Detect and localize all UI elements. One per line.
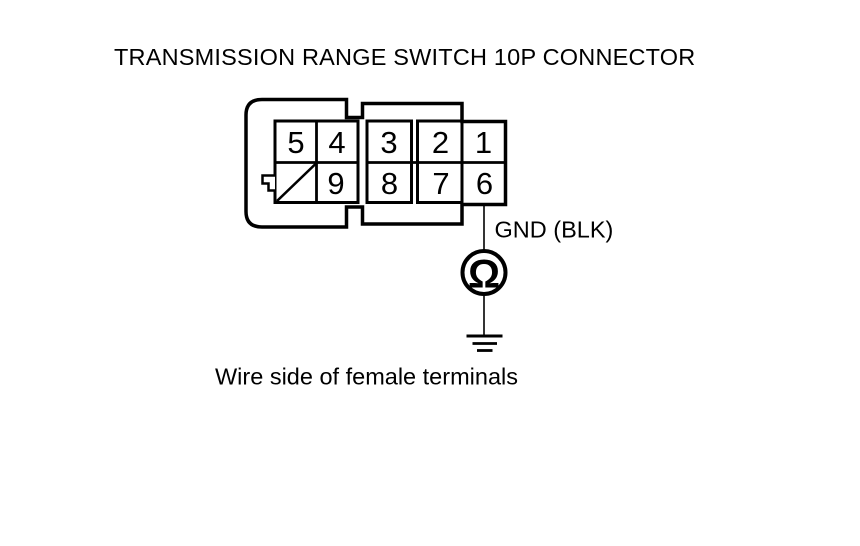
pin-number-7: 7 — [432, 166, 449, 201]
keyway-icon — [261, 174, 275, 192]
pin-number-4: 4 — [328, 125, 345, 160]
caption: Wire side of female terminals — [215, 364, 518, 390]
pin-number-8: 8 — [381, 166, 398, 201]
blocked-cell-diagonal — [276, 162, 317, 202]
pin-number-9: 9 — [327, 166, 344, 201]
pin-number-5: 5 — [287, 125, 304, 160]
pin-number-1: 1 — [475, 125, 492, 160]
pin-number-3: 3 — [380, 125, 397, 160]
pin-number-2: 2 — [432, 125, 449, 160]
pin-number-6: 6 — [476, 166, 493, 201]
page-title: TRANSMISSION RANGE SWITCH 10P CONNECTOR — [114, 44, 695, 70]
ohm-symbol: Ω — [468, 253, 500, 297]
ground-icon — [466, 334, 503, 352]
wire-label: GND (BLK) — [495, 217, 614, 243]
